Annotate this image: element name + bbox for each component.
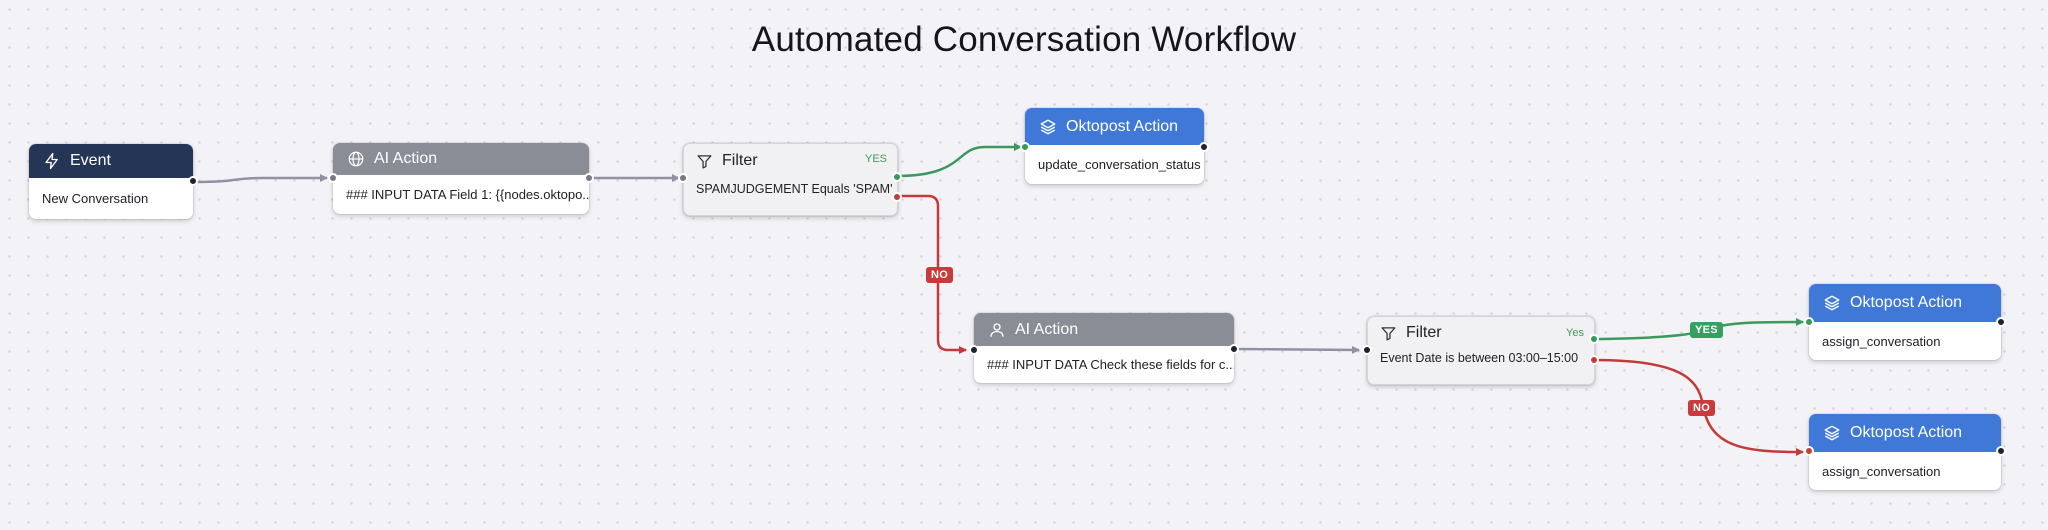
edge-filter1-yes-to-okto1[interactable] <box>896 143 1022 178</box>
oktopost-action-node[interactable]: Oktopost Action assign_conversation <box>1804 414 2006 490</box>
output-port[interactable] <box>188 176 198 186</box>
filter-title: Filter <box>722 152 758 169</box>
filter-condition: Event Date is between 03:00–15:00 <box>1380 351 1579 365</box>
no-output-port[interactable] <box>1589 355 1599 365</box>
ai-action-node[interactable]: AI Action ### INPUT DATA Check these fie… <box>969 313 1239 383</box>
oktopost-action-node[interactable]: Oktopost Action update_conversation_stat… <box>1020 108 1209 184</box>
ai-action-title: AI Action <box>374 150 438 167</box>
oktopost-action-header: Oktopost Action <box>1025 108 1204 145</box>
event-node-title: Event <box>70 152 111 169</box>
funnel-icon <box>696 153 713 170</box>
ai-action-body: ### INPUT DATA Field 1: {{nodes.oktopo..… <box>346 187 589 202</box>
ai-action-header: AI Action <box>974 313 1234 346</box>
output-port[interactable] <box>1996 317 2006 327</box>
ai-action-body: ### INPUT DATA Check these fields for c.… <box>987 357 1234 372</box>
input-port[interactable] <box>678 173 688 183</box>
filter-title: Filter <box>1406 324 1442 341</box>
page-title: Automated Conversation Workflow <box>751 20 1297 59</box>
oktopost-action-node[interactable]: Oktopost Action assign_conversation <box>1804 284 2006 360</box>
oktopost-action-body: update_conversation_status <box>1038 157 1201 172</box>
input-port[interactable] <box>969 345 979 355</box>
lightning-icon <box>43 152 61 170</box>
output-port[interactable] <box>1199 142 1209 152</box>
oktopost-action-body: assign_conversation <box>1822 333 1941 349</box>
yes-output-port[interactable] <box>892 172 902 182</box>
oktopost-action-header: Oktopost Action <box>1809 414 2001 452</box>
edge-event-to-ai1[interactable] <box>192 174 328 184</box>
event-node-body: New Conversation <box>42 191 149 206</box>
oktopost-action-title: Oktopost Action <box>1066 117 1179 135</box>
edge-label-no: NO <box>926 267 954 283</box>
filter-header: Filter Yes <box>1368 317 1594 349</box>
oktopost-action-header: Oktopost Action <box>1809 284 2001 322</box>
layers-icon <box>1039 118 1057 136</box>
ai-action-header: AI Action <box>333 143 589 175</box>
edge-ai2-to-filter2[interactable] <box>1233 345 1360 354</box>
oktopost-action-body: assign_conversation <box>1822 463 1941 479</box>
filter-condition: SPAMJUDGEMENT Equals 'SPAM' <box>696 182 893 196</box>
oktopost-action-title: Oktopost Action <box>1850 424 1963 441</box>
output-port[interactable] <box>1996 446 2006 456</box>
layers-icon <box>1823 424 1841 442</box>
event-node-header: Event <box>29 144 193 178</box>
no-output-port[interactable] <box>892 192 902 202</box>
yes-output-port[interactable] <box>1589 334 1599 344</box>
output-port[interactable] <box>584 173 594 183</box>
funnel-icon <box>1380 325 1397 342</box>
oktopost-action-title: Oktopost Action <box>1850 294 1963 311</box>
user-icon <box>988 321 1006 339</box>
input-port[interactable] <box>328 173 338 183</box>
filter-yes-tag: YES <box>864 153 887 165</box>
globe-icon <box>347 150 365 168</box>
input-port[interactable] <box>1804 446 1814 456</box>
ai-action-title: AI Action <box>1015 320 1079 338</box>
input-port[interactable] <box>1020 142 1030 152</box>
filter-node[interactable]: Filter Yes Event Date is between 03:00–1… <box>1362 316 1599 385</box>
filter-node[interactable]: Filter YES SPAMJUDGEMENT Equals 'SPAM' <box>678 143 902 216</box>
filter-header: Filter YES <box>684 144 897 178</box>
layers-icon <box>1823 294 1841 312</box>
filter-yes-tag: Yes <box>1566 327 1584 339</box>
output-port[interactable] <box>1229 344 1239 354</box>
input-port[interactable] <box>1362 345 1372 355</box>
event-node[interactable]: Event New Conversation <box>29 144 198 219</box>
edge-label-no: NO <box>1688 400 1716 416</box>
input-port[interactable] <box>1804 317 1814 327</box>
edge-label-yes: YES <box>1690 322 1723 338</box>
ai-action-node[interactable]: AI Action ### INPUT DATA Field 1: {{node… <box>328 143 594 214</box>
